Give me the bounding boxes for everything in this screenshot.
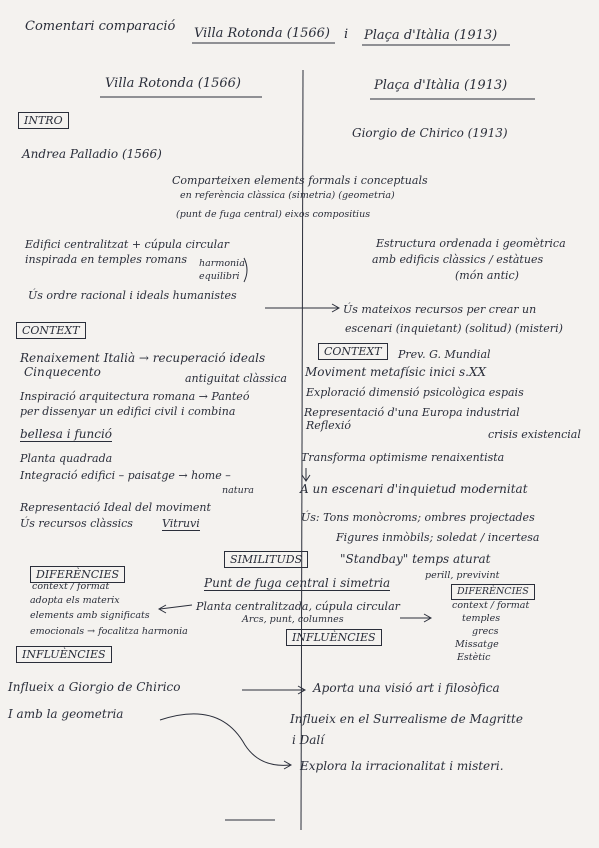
harmony-bracket [243, 257, 248, 283]
left-bellesa: bellesa i funció [20, 427, 113, 442]
left-elements: elements amb significats [30, 610, 150, 621]
intro-label: INTRO [18, 112, 69, 129]
left-vitruvi: Vitruvi [162, 517, 200, 531]
right-ctx-format: context / format [452, 600, 530, 611]
right-estetic: Estètic [457, 652, 491, 663]
arrow-temples-head [423, 613, 433, 623]
left-integ: Integració edifici – paisatge → home – [20, 469, 231, 482]
left-infl-label: INFLUÈNCIES [16, 646, 112, 663]
right-esc: A un escenari d'inquietud modernitat [300, 482, 528, 496]
left-renaix: Renaixement Italià → recuperació ideals [20, 351, 266, 365]
right-estr1: Estructura ordenada i geomètrica [376, 237, 566, 250]
right-us2: Figures inmòbils; soledat / incertesa [336, 531, 540, 544]
right-repr1: Representació d'una Europa industrial [304, 406, 520, 419]
left-planta: Planta quadrada [20, 452, 113, 465]
left-antiguitat: antiguitat clàssica [185, 372, 287, 385]
left-context-label: CONTEXT [16, 322, 86, 339]
center-arcs: Arcs, punt, columnes [242, 614, 344, 625]
right-reflexio: Reflexió [306, 419, 351, 432]
similituds-label: SIMILITUDS [224, 551, 309, 568]
center-comp2: en referència clàssica (simetria) (geome… [180, 190, 395, 201]
header-left-title: Villa Rotonda (1566) [194, 26, 330, 41]
right-dif-label: DIFERÈNCIES [451, 584, 535, 600]
right-mat1: Ús mateixos recursos per crear un [343, 303, 537, 316]
left-title: Villa Rotonda (1566) [105, 76, 241, 91]
right-infl-label: INFLUÈNCIES [286, 629, 382, 646]
left-cinque: Cinquecento [24, 365, 101, 379]
central-divider [300, 69, 304, 831]
arrow-geometria [159, 713, 291, 766]
right-explora: Explora la irracionalitat i misteri. [300, 759, 504, 773]
arrow-planta [159, 604, 193, 610]
header-prefix: Comentari comparació [25, 19, 176, 34]
center-comp1: Comparteixen elements formals i conceptu… [172, 174, 428, 187]
left-dif-label: DIFERÈNCIES [30, 566, 126, 583]
right-perill: perill, previvint [425, 570, 500, 581]
center-comp3: (punt de fuga central) eixos compositius [176, 209, 371, 220]
right-standbay: "Standbay" temps aturat [340, 552, 491, 566]
left-natura: natura [222, 485, 254, 496]
left-repr: Representació Ideal del moviment [20, 501, 211, 514]
right-temples: temples [462, 613, 501, 624]
left-author: Andrea Palladio (1566) [22, 147, 162, 161]
left-insp2: per dissenyar un edifici civil i combina [20, 405, 236, 418]
right-grecs: grecs [472, 626, 499, 637]
right-expl: Exploració dimensió psicològica espais [306, 386, 524, 399]
right-us1: Ús: Tons monòcroms; ombres projectades [301, 511, 535, 524]
center-planta: Planta centralitzada, cúpula circular [196, 600, 400, 613]
header-right-title: Plaça d'Itàlia (1913) [364, 28, 498, 43]
left-recursos: Ús recursos clàssics [20, 517, 133, 530]
right-estr3: (món antic) [455, 269, 519, 282]
right-transf: Transforma optimisme renaixentista [301, 451, 505, 464]
left-insp1: Inspiració arquitectura romana → Panteó [20, 390, 250, 403]
header-sep: i [344, 27, 349, 42]
right-context-label: CONTEXT [318, 343, 388, 360]
arrow-aporta-head [297, 685, 307, 695]
left-adopta: adopta els materix [30, 595, 120, 606]
center-punt: Punt de fuga central i simetria [204, 576, 391, 591]
left-ordre: Ús ordre racional i ideals humanistes [28, 289, 237, 302]
left-ed-note1: harmonia [199, 258, 245, 269]
right-missatge: Missatge [455, 639, 499, 650]
arrow-down-head [301, 474, 311, 482]
right-prev: Prev. G. Mundial [398, 348, 491, 361]
left-ed2: inspirada en temples romans [25, 253, 187, 266]
arrow-geometria-head [283, 760, 293, 770]
left-ctx-format: context / format [32, 581, 110, 592]
left-geometria: I amb la geometria [8, 707, 124, 721]
right-dali: i Dalí [292, 733, 325, 747]
right-aporta: Aporta una visió art i filosòfica [313, 681, 500, 695]
right-author: Giorgio de Chirico (1913) [352, 126, 508, 140]
right-mat2: escenari (inquietant) (solitud) (misteri… [345, 322, 563, 335]
arrow-planta-head [157, 604, 167, 614]
right-mov: Moviment metafísic inici s.XX [305, 365, 487, 379]
right-surr: Influeix en el Surrealisme de Magritte [290, 712, 523, 726]
right-crisis: crisis existencial [488, 428, 581, 441]
left-ed-note2: equilibri [199, 271, 240, 282]
left-ed1: Edifici centralitzat + cúpula circular [25, 238, 229, 251]
right-estr2: amb edificis clàssics / estàtues [372, 253, 544, 266]
left-influeix: Influeix a Giorgio de Chirico [8, 680, 181, 694]
right-title: Plaça d'Itàlia (1913) [374, 78, 508, 93]
arrow-humanistes-head [331, 303, 341, 313]
left-emocionals: emocionals → focalitza harmonia [30, 626, 188, 637]
